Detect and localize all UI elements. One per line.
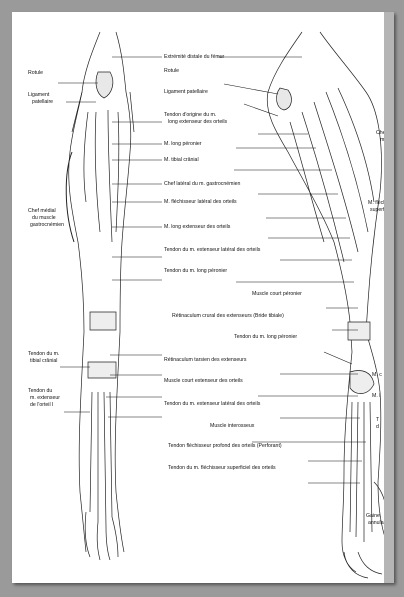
label-tendon-ext-orteil-line1: Tendon du (28, 388, 52, 394)
label-ligament-left-line1: Ligament (28, 92, 49, 98)
label-tendon-ext-orteil-line3: de l'orteil I (30, 402, 53, 408)
label-flechisseur-lateral: M. fléchisseur latéral des orteils (164, 199, 237, 205)
label-muscle-court-extenseur: Muscle court extenseur des orteils (164, 378, 243, 384)
left-limb-illustration (66, 32, 134, 560)
label-retinaculum-tarsien: Rétinaculum tarsien des extenseurs (164, 357, 246, 363)
label-long-peronier: M. long péronier (164, 141, 202, 147)
label-femur-distal: Extrémité distale du fémur (164, 54, 224, 60)
label-ligament-left-line2: patellaire (32, 99, 53, 105)
label-retinaculum-crural: Rétinaculum crural des extenseurs (Bride… (172, 313, 284, 319)
label-rotule-left: Rotule (28, 70, 43, 76)
label-right-t: T (376, 417, 379, 423)
label-right-m-l: M. l (372, 393, 380, 399)
label-right-gaine-line1: Gaine (366, 513, 380, 519)
label-rotule-center: Rotule (164, 68, 179, 74)
label-tendon-ext-lateral-upper: Tendon du m. extenseur latéral des ortei… (164, 247, 260, 253)
label-tendon-long-peronier-lower: Tendon du m. long péronier (234, 334, 297, 340)
label-muscle-court-peronier: Muscle court péronier (252, 291, 302, 297)
label-tendon-ext-orteil-line2: m. extenseur (30, 395, 60, 401)
label-chef-medial-line1: Chef médial (28, 208, 56, 214)
label-tendon-origine-line1: Tendon d'origine du m. (164, 112, 216, 118)
label-chef-medial-line3: gastrocnémien (30, 222, 64, 228)
label-tendon-tibial-line1: Tendon du m. (28, 351, 59, 357)
label-muscle-interosseux: Muscle interosseux (210, 423, 254, 429)
label-long-extenseur: M. long extenseur des orteils (164, 224, 230, 230)
right-limb-illustration (267, 32, 390, 578)
label-right-m-c: M. c (372, 372, 382, 378)
label-tendon-origine-line2: long extenseur des orteils (168, 119, 227, 125)
anatomy-drawing (12, 12, 394, 583)
label-ligament-center: Ligament patellaire (164, 89, 208, 95)
label-tendon-ext-lateral-lower: Tendon du m. extenseur latéral des ortei… (164, 401, 260, 407)
page-edge-strip (384, 12, 394, 583)
illustration-page: Rotule Ligament patellaire Chef médial d… (12, 12, 394, 583)
label-right-gaine-line2: annulai (368, 520, 385, 526)
label-tendon-long-peronier-upper: Tendon du m. long péronier (164, 268, 227, 274)
label-tendon-flech-superficiel: Tendon du m. fléchisseur superficiel des… (168, 465, 276, 471)
label-tendon-flech-profond: Tendon fléchisseur profond des orteils (… (168, 443, 282, 449)
label-chef-medial-line2: du muscle (32, 215, 56, 221)
label-tibial-cranial: M. tibial crânial (164, 157, 199, 163)
label-tendon-tibial-line2: tibial crânial (30, 358, 57, 364)
label-chef-lateral: Chef latéral du m. gastrocnémien (164, 181, 240, 187)
label-right-d: d (376, 424, 379, 430)
